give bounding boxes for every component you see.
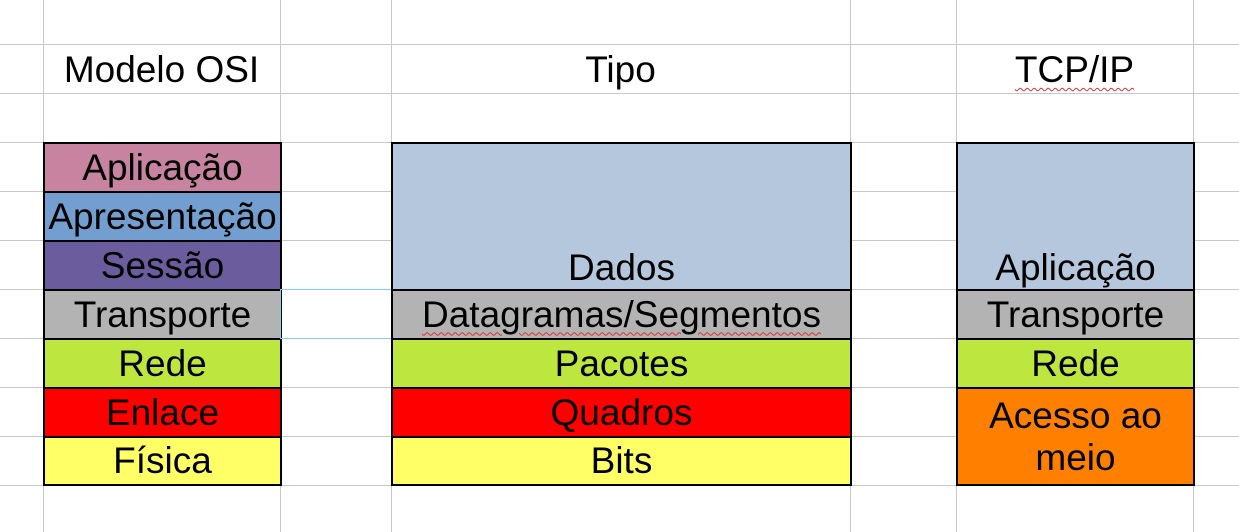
tipo-label: Pacotes (554, 342, 689, 384)
osi-layer-label: Transporte (73, 293, 252, 335)
tipo-dados[interactable]: Dados (391, 142, 852, 291)
header-osi-text: Modelo OSI (63, 49, 260, 90)
tipo-label: Dados (568, 247, 675, 288)
tcpip-label: Aplicação (995, 247, 1156, 288)
osi-layer-apresentacao[interactable]: Apresentação (43, 191, 282, 242)
osi-layer-enlace[interactable]: Enlace (43, 387, 282, 438)
tipo-datagramas-segmentos[interactable]: Datagramas/Segmentos (391, 289, 852, 340)
tipo-label: Quadros (550, 391, 693, 433)
header-osi[interactable]: Modelo OSI (43, 46, 280, 94)
tipo-bits[interactable]: Bits (391, 436, 852, 486)
tcpip-aplicacao[interactable]: Aplicação (956, 142, 1195, 291)
osi-layer-label: Aplicação (82, 146, 243, 188)
header-tipo[interactable]: Tipo (391, 46, 850, 94)
tcpip-label: Rede (1031, 342, 1120, 384)
tcpip-acesso-ao-meio[interactable]: Acesso ao meio (956, 387, 1195, 486)
osi-layer-sessao[interactable]: Sessão (43, 240, 282, 291)
tipo-quadros[interactable]: Quadros (391, 387, 852, 438)
osi-layer-label: Enlace (105, 391, 220, 433)
osi-layer-rede[interactable]: Rede (43, 338, 282, 389)
osi-layer-transporte[interactable]: Transporte (43, 289, 282, 340)
tcpip-transporte[interactable]: Transporte (956, 289, 1195, 340)
header-tcpip-text: TCP/IP (1014, 49, 1135, 90)
header-tipo-text: Tipo (585, 49, 656, 90)
tipo-pacotes[interactable]: Pacotes (391, 338, 852, 389)
osi-layer-label: Rede (118, 342, 207, 384)
selected-cell[interactable] (280, 289, 392, 339)
tcpip-label: Transporte (986, 293, 1165, 335)
row-gridline (0, 93, 1239, 94)
osi-layer-label: Física (113, 440, 212, 481)
osi-layer-label: Sessão (100, 244, 225, 286)
osi-layer-label: Apresentação (48, 195, 277, 237)
header-tcpip[interactable]: TCP/IP (956, 46, 1193, 94)
tcpip-label: Acesso ao meio (989, 394, 1162, 478)
tcpip-rede[interactable]: Rede (956, 338, 1195, 389)
tipo-label: Datagramas/Segmentos (422, 293, 821, 335)
osi-layer-aplicacao[interactable]: Aplicação (43, 142, 282, 193)
osi-layer-fisica[interactable]: Física (43, 436, 282, 486)
row-gridline (0, 44, 1239, 45)
tipo-label: Bits (590, 440, 653, 481)
